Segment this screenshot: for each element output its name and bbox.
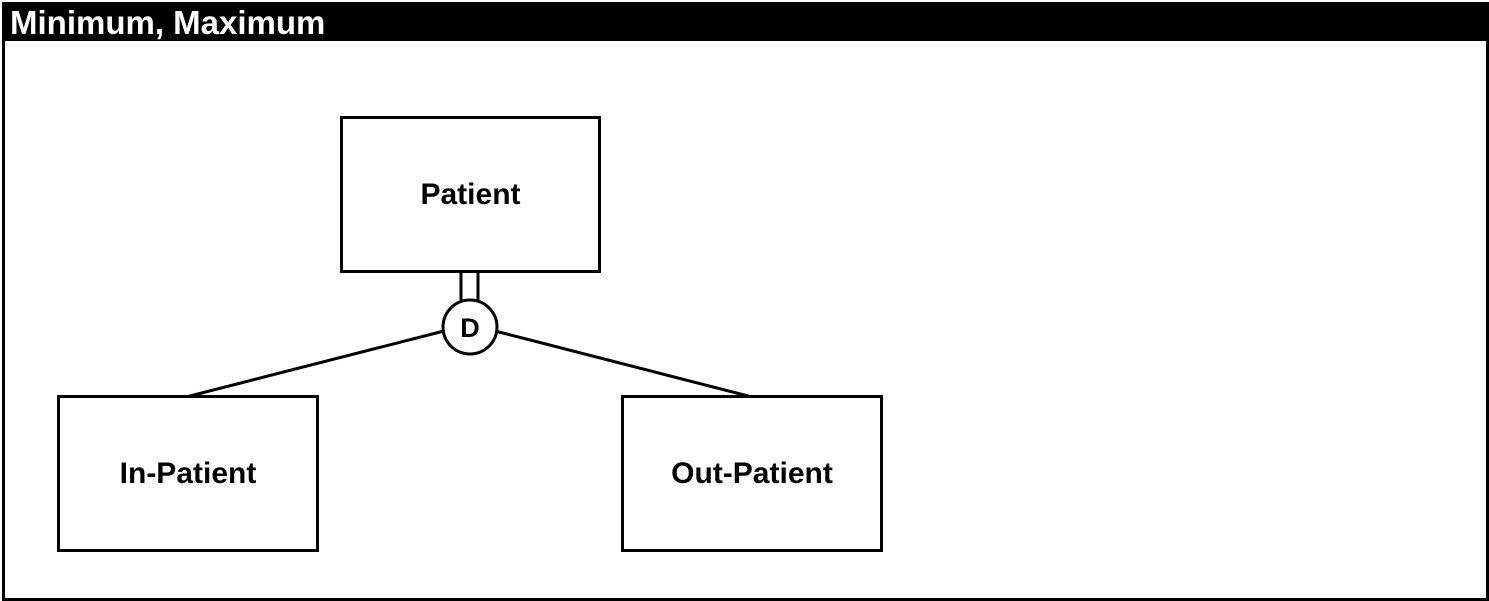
entity-patient: Patient [340, 116, 601, 273]
entity-in-patient: In-Patient [57, 395, 319, 552]
disjoint-constraint-circle [441, 298, 499, 356]
disjoint-constraint-label: D [460, 313, 480, 343]
diagram-title: Minimum, Maximum [5, 5, 1486, 41]
entity-in-patient-label: In-Patient [119, 456, 257, 490]
entity-out-patient: Out-Patient [621, 395, 883, 552]
connector-outpatient [494, 329, 753, 399]
entity-out-patient-label: Out-Patient [671, 456, 833, 490]
connector-inpatient [185, 329, 445, 399]
entity-patient-label: Patient [420, 177, 521, 211]
